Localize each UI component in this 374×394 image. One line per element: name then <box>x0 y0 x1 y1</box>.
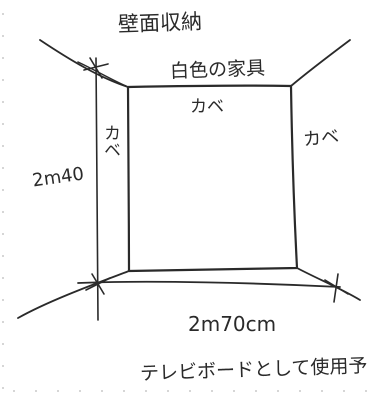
margin-dot <box>123 390 125 392</box>
ceiling-left-edge <box>39 39 129 88</box>
floor-left-edge <box>17 270 130 319</box>
notebook-dot-margin <box>2 13 367 392</box>
width-dimension-label: 2m70cm <box>188 312 276 336</box>
margin-dot <box>2 321 4 323</box>
margin-dot <box>79 390 81 392</box>
width-tick-right <box>324 273 349 303</box>
back-wall-label: カベ <box>190 97 224 117</box>
margin-dot <box>365 390 367 392</box>
margin-dot <box>2 277 4 279</box>
footer-note: テレビボードとして使用予 <box>140 355 368 385</box>
margin-dot <box>2 101 4 103</box>
margin-dot <box>2 145 4 147</box>
height-tick-bottom <box>85 273 111 295</box>
floor-right-edge <box>296 267 361 301</box>
margin-dot <box>2 343 4 345</box>
margin-dot <box>189 390 191 392</box>
height-dimension-label: 2m40 <box>31 163 85 191</box>
right-wall-label: カベ <box>302 126 340 151</box>
margin-dot <box>2 13 4 15</box>
margin-dot <box>2 255 4 257</box>
margin-dot <box>277 390 279 392</box>
margin-dot <box>343 390 345 392</box>
margin-dot <box>57 390 59 392</box>
margin-dot <box>233 390 235 392</box>
margin-dot <box>299 390 301 392</box>
margin-dot <box>35 390 37 392</box>
margin-dot <box>2 167 4 169</box>
floor-front-edge <box>77 280 341 288</box>
margin-dot <box>13 390 15 392</box>
margin-dot <box>2 57 4 59</box>
margin-dot <box>101 390 103 392</box>
height-tick-top <box>83 57 109 79</box>
margin-dot <box>2 365 4 367</box>
margin-dot <box>321 390 323 392</box>
margin-dot <box>2 189 4 191</box>
margin-dot <box>2 299 4 301</box>
margin-dot <box>2 123 4 125</box>
margin-dot <box>2 35 4 37</box>
margin-dot <box>211 390 213 392</box>
margin-dot <box>167 390 169 392</box>
margin-dot <box>145 390 147 392</box>
ceiling-right-edge <box>290 39 351 87</box>
ceiling-left-edge-extra <box>77 61 127 87</box>
margin-dot <box>255 390 257 392</box>
title-line-1: 壁面収納 <box>118 10 203 37</box>
left-wall-label-group: カベ <box>100 124 120 158</box>
margin-dot <box>2 233 4 235</box>
back-wall-outline <box>126 84 299 273</box>
left-wall-label: カベ <box>100 124 120 158</box>
title-line-2: 白色の家具 <box>170 57 266 82</box>
margin-dot <box>2 79 4 81</box>
margin-dot <box>2 211 4 213</box>
margin-dot <box>2 387 4 389</box>
